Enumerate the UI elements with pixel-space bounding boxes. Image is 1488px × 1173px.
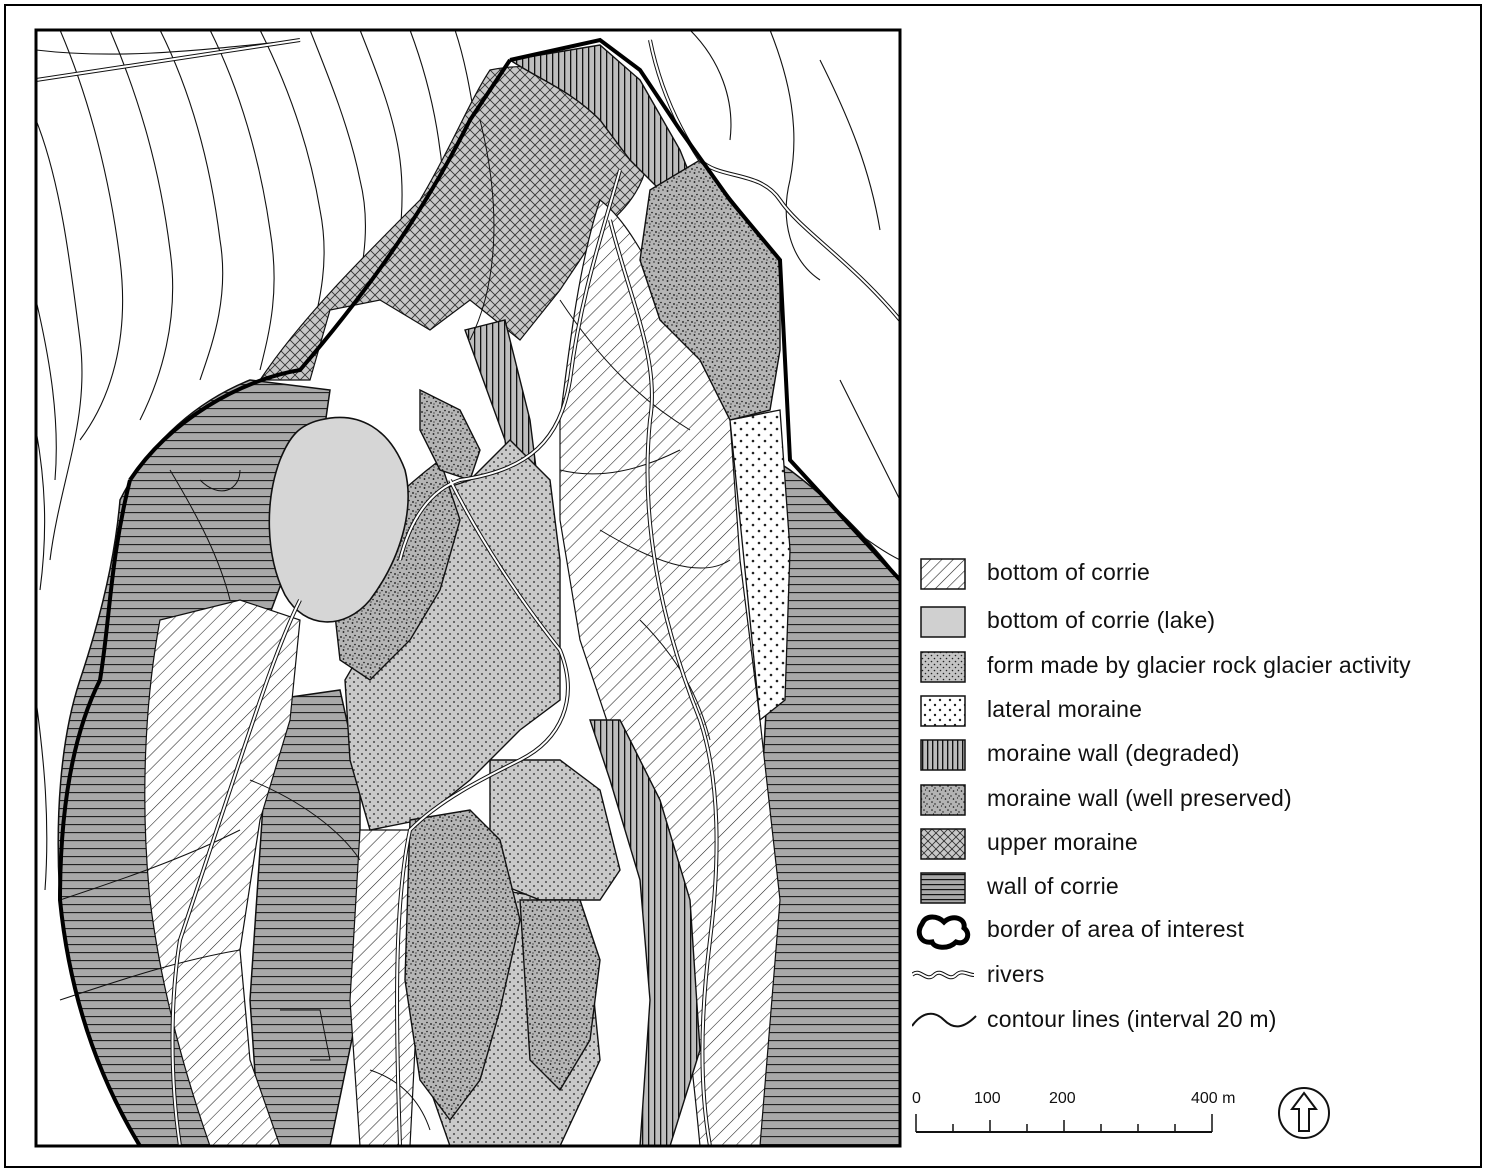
legend-swatch-border: [916, 914, 971, 950]
legend-label: moraine wall (well preserved): [987, 785, 1292, 811]
legend-swatch-rivers: [912, 970, 975, 980]
scale-tick-label: 100: [974, 1090, 1001, 1107]
map-body: [36, 30, 900, 1146]
legend-label: wall of corrie: [987, 873, 1119, 899]
legend-label: moraine wall (degraded): [987, 740, 1240, 766]
legend-swatch-wall-of-corrie: [920, 872, 966, 904]
legend-swatch-bottom-of-corrie: [920, 558, 966, 590]
legend-item-bottom-of-corrie: bottom of corrie: [912, 555, 1472, 595]
legend-swatch-contours: [912, 1012, 977, 1028]
legend-swatch-lateral-moraine: [920, 695, 966, 727]
legend-item-upper-moraine: upper moraine: [912, 825, 1472, 865]
legend-item-contours: contour lines (interval 20 m): [912, 1002, 1472, 1042]
scale-tick-label: 400 m: [1191, 1090, 1236, 1107]
lake-area: [268, 416, 409, 623]
legend-swatch-upper-moraine: [920, 828, 966, 860]
scale-tick-label: 0: [912, 1090, 921, 1107]
area-of-interest-border: [57, 37, 900, 1146]
legend-label: contour lines (interval 20 m): [987, 1006, 1277, 1032]
legend-label: lateral moraine: [987, 696, 1143, 722]
legend-label: upper moraine: [987, 829, 1138, 855]
scale-tick-label: 200: [1049, 1090, 1076, 1107]
legend-swatch-form-glacier: [920, 651, 966, 683]
legend-item-bottom-of-corrie-lake: bottom of corrie (lake): [912, 603, 1472, 643]
scale-bar-graphic: [915, 1114, 1213, 1133]
legend-item-moraine-preserved: moraine wall (well preserved): [912, 781, 1472, 821]
legend-item-border: border of area of interest: [912, 912, 1472, 952]
north-arrow-icon: [1276, 1085, 1332, 1141]
legend-item-rivers: rivers: [912, 957, 1472, 997]
lateral-moraine-area: [729, 409, 791, 722]
legend-swatch-bottom-of-corrie-lake: [920, 606, 966, 638]
legend-label: rivers: [987, 961, 1045, 987]
legend-item-wall-of-corrie: wall of corrie: [912, 869, 1472, 909]
moraine-preserved-areas: [329, 159, 781, 1122]
internal-boundaries: [59, 119, 731, 1131]
map-border: [34, 28, 902, 1148]
legend-swatch-moraine-preserved: [920, 784, 966, 816]
legend-swatch-moraine-degraded: [920, 739, 966, 771]
scale-bar: 0 100 200 400 m: [906, 1088, 1266, 1148]
legend-label: bottom of corrie: [987, 559, 1150, 585]
legend-item-moraine-degraded: moraine wall (degraded): [912, 736, 1472, 776]
legend-label: form made by glacier rock glacier activi…: [987, 652, 1411, 678]
legend-label: bottom of corrie (lake): [987, 607, 1216, 633]
legend-item-lateral-moraine: lateral moraine: [912, 692, 1472, 732]
legend-label: border of area of interest: [987, 916, 1245, 942]
legend-item-form-glacier: form made by glacier rock glacier activi…: [912, 648, 1472, 688]
